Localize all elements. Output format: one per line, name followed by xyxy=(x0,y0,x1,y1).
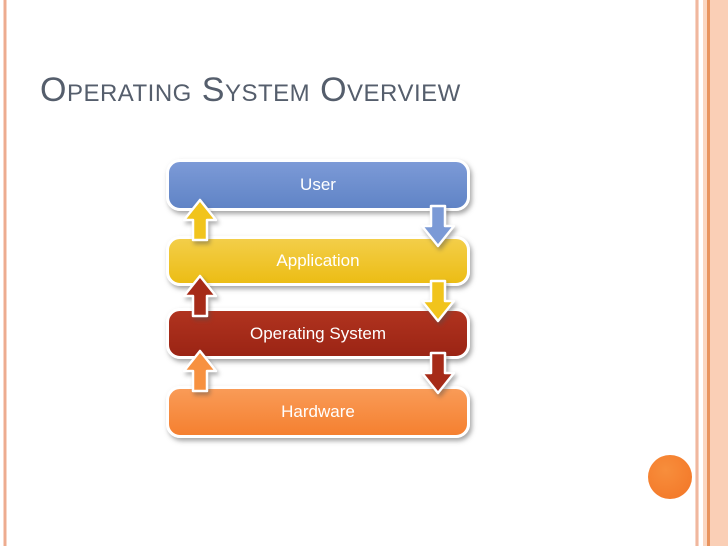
accent-circle xyxy=(648,455,692,499)
up-arrow-os-to-application-shape xyxy=(182,274,218,318)
left-edge-line xyxy=(3,0,7,546)
right-edge-line xyxy=(695,0,699,546)
diagram-box-operating-system: Operating System xyxy=(166,308,470,359)
up-arrow-application-to-user-icon xyxy=(182,198,218,242)
diagram-box-user: User xyxy=(166,159,470,211)
down-arrow-user-to-application-icon xyxy=(420,204,456,248)
diagram-box-hardware: Hardware xyxy=(166,386,470,438)
right-accent-band xyxy=(703,0,728,546)
up-arrow-hardware-to-os-icon xyxy=(182,349,218,393)
up-arrow-hardware-to-os-shape xyxy=(182,349,218,393)
down-arrow-application-to-os-icon xyxy=(420,279,456,323)
down-arrow-os-to-hardware-icon xyxy=(420,351,456,395)
diagram-box-operating-system-label: Operating System xyxy=(249,323,387,343)
diagram-box-application-label: Application xyxy=(276,251,360,270)
up-arrow-application-to-user-shape xyxy=(182,198,218,242)
diagram-box-hardware-label: Hardware xyxy=(281,402,355,421)
slide-title: Operating System Overview xyxy=(40,71,461,109)
down-arrow-application-to-os-shape xyxy=(420,279,456,323)
down-arrow-user-to-application-shape xyxy=(420,204,456,248)
diagram-box-user-label: User xyxy=(300,175,336,194)
up-arrow-os-to-application-icon xyxy=(182,274,218,318)
diagram-box-application: Application xyxy=(166,236,470,286)
down-arrow-os-to-hardware-shape xyxy=(420,351,456,395)
